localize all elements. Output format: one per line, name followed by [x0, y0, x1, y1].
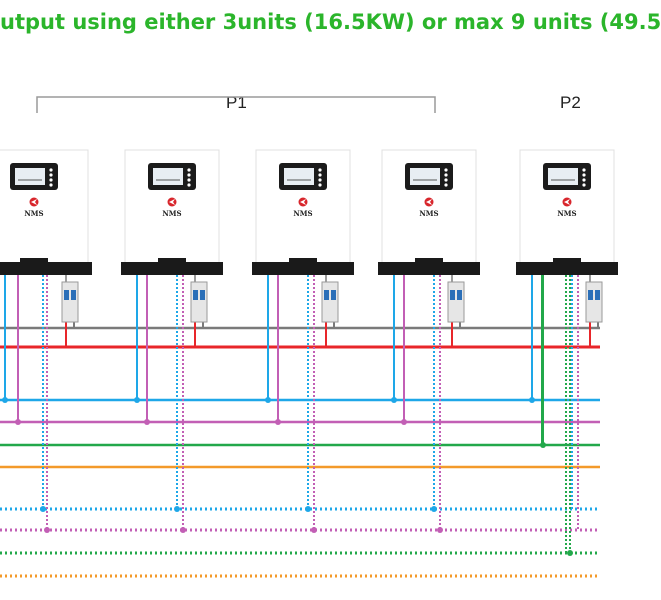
display-button [582, 183, 586, 187]
display-screen [410, 168, 440, 185]
display-button [49, 168, 53, 172]
inverter-1: NMS [0, 149, 92, 275]
breaker-toggle-right [331, 290, 336, 300]
display-button [582, 173, 586, 177]
breaker-toggle-left [588, 290, 593, 300]
inverter-base [378, 262, 480, 275]
inverter-2: NMS [121, 149, 223, 275]
junction-dot-19 [567, 550, 573, 556]
nms-brand-label: NMS [557, 209, 576, 218]
display-button [444, 178, 448, 182]
junction-dot-18 [540, 442, 546, 448]
inverter-base [252, 262, 354, 275]
junction-dot-10 [275, 419, 281, 425]
display-screen [284, 168, 314, 185]
junction-dot-11 [305, 506, 311, 512]
junction-dot-6 [144, 419, 150, 425]
junction-dot-14 [401, 419, 407, 425]
display-button [582, 168, 586, 172]
breaker-toggle-right [457, 290, 462, 300]
junction-dot-17 [529, 397, 535, 403]
display-button [187, 183, 191, 187]
display-button [444, 173, 448, 177]
inverter-base-tab [415, 258, 443, 264]
inverter-4: NMS [378, 149, 480, 275]
junction-dot-16 [437, 527, 443, 533]
inverter-base-tab [289, 258, 317, 264]
breaker-toggle-left [64, 290, 69, 300]
nms-brand-label: NMS [162, 209, 181, 218]
wiring-diagram: NMS NMS NMS NMS NMS [0, 96, 618, 578]
p1-bracket [36, 96, 436, 113]
display-button [49, 173, 53, 177]
junction-dot-15 [431, 506, 437, 512]
breaker-toggle-left [324, 290, 329, 300]
display-screen [548, 168, 578, 185]
inverter-base-tab [20, 258, 48, 264]
breaker-toggle-right [200, 290, 205, 300]
display-button [318, 183, 322, 187]
display-button [187, 168, 191, 172]
inverter-base-tab [553, 258, 581, 264]
breaker-body [447, 281, 465, 323]
breaker-body [190, 281, 208, 323]
breaker-2 [190, 281, 208, 323]
inverter-5: NMS [516, 149, 618, 275]
bus-lines [0, 326, 600, 578]
breaker-toggle-right [71, 290, 76, 300]
breaker-toggle-left [450, 290, 455, 300]
junction-dot-4 [44, 527, 50, 533]
breaker-body [585, 281, 603, 323]
breaker-body [61, 281, 79, 323]
drop-wires [4, 270, 599, 553]
breakers [61, 281, 603, 323]
nms-logo-mark [31, 199, 37, 205]
display-button [444, 168, 448, 172]
display-button [318, 173, 322, 177]
nms-logo-mark [426, 199, 432, 205]
display-button [318, 168, 322, 172]
display-button [49, 178, 53, 182]
inverter-base [0, 262, 92, 275]
breaker-4 [447, 281, 465, 323]
inverter-3: NMS [252, 149, 354, 275]
diagram-title: utput using either 3units (16.5KW) or ma… [0, 10, 661, 34]
display-screen [15, 168, 45, 185]
group-label-p2: P2 [560, 93, 581, 112]
nms-logo-mark [564, 199, 570, 205]
nms-brand-label: NMS [293, 209, 312, 218]
junction-dot-1 [2, 397, 8, 403]
nms-brand-label: NMS [24, 209, 43, 218]
junction-dot-8 [180, 527, 186, 533]
breaker-3 [321, 281, 339, 323]
inverter-base-tab [158, 258, 186, 264]
junction-dot-7 [174, 506, 180, 512]
junction-dot-2 [15, 419, 21, 425]
display-button [187, 173, 191, 177]
display-button [318, 178, 322, 182]
breaker-5 [585, 281, 603, 323]
inverter-base [516, 262, 618, 275]
display-button [582, 178, 586, 182]
junction-dot-3 [40, 506, 46, 512]
breaker-toggle-left [193, 290, 198, 300]
junction-dot-12 [311, 527, 317, 533]
junction-dot-5 [134, 397, 140, 403]
nms-brand-label: NMS [419, 209, 438, 218]
breaker-1 [61, 281, 79, 323]
junction-dot-13 [391, 397, 397, 403]
inverter-base [121, 262, 223, 275]
junction-dot-9 [265, 397, 271, 403]
display-screen [153, 168, 183, 185]
nms-logo-mark [169, 199, 175, 205]
display-button [444, 183, 448, 187]
display-button [49, 183, 53, 187]
breaker-toggle-right [595, 290, 600, 300]
breaker-body [321, 281, 339, 323]
inverters: NMS NMS NMS NMS NMS [0, 149, 618, 275]
display-button [187, 178, 191, 182]
nms-logo-mark [300, 199, 306, 205]
junction-dots [2, 397, 573, 556]
